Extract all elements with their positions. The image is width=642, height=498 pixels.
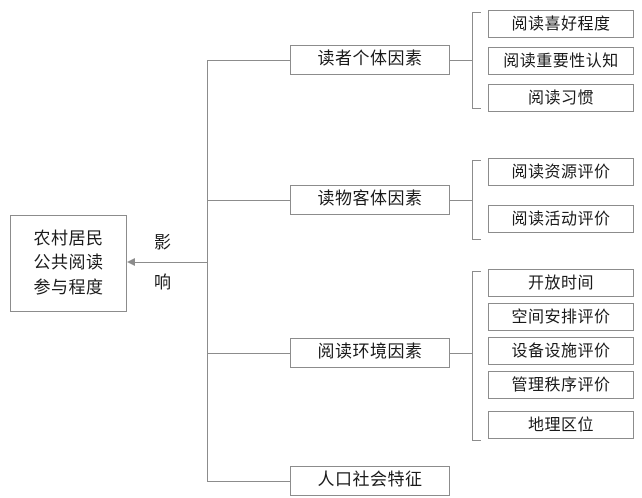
leaf-node-reading-importance-cognition: 阅读重要性认知 [488, 47, 634, 75]
leaf-node-opening-hours: 开放时间 [488, 269, 634, 297]
bracket-group-1 [472, 12, 481, 109]
connector-trunk-to-branch-4 [207, 481, 291, 482]
connector-trunk-to-branch-3 [207, 353, 291, 354]
branch-node-reader-individual: 读者个体因素 [290, 45, 450, 75]
leaf-node-reading-preference: 阅读喜好程度 [488, 10, 634, 38]
branch-node-population-social-traits: 人口社会特征 [290, 466, 450, 496]
influence-arrow-line [135, 262, 207, 263]
leaf-node-space-arrangement-evaluation: 空间安排评价 [488, 303, 634, 331]
connector-trunk-to-branch-2 [207, 200, 291, 201]
bracket-group-2 [472, 160, 481, 240]
leaf-node-management-order-evaluation: 管理秩序评价 [488, 371, 634, 399]
main-trunk-line [207, 60, 208, 482]
edge-label-influence-top: 影 [154, 233, 172, 253]
root-node-rural-residents-public-reading-participation: 农村居民 公共阅读 参与程度 [10, 215, 127, 312]
connector-branch-2-to-bracket [450, 200, 472, 201]
connector-trunk-to-branch-1 [207, 60, 291, 61]
branch-node-reading-environment: 阅读环境因素 [290, 338, 450, 368]
leaf-node-geographic-location: 地理区位 [488, 411, 634, 439]
connector-branch-1-to-bracket [450, 60, 472, 61]
leaf-node-reading-resource-evaluation: 阅读资源评价 [488, 158, 634, 186]
bracket-group-3 [472, 271, 481, 441]
leaf-node-reading-habit: 阅读习惯 [488, 84, 634, 112]
branch-node-reading-material-object: 读物客体因素 [290, 185, 450, 215]
influence-arrow-head-icon [127, 258, 135, 266]
connector-branch-3-to-bracket [450, 353, 472, 354]
leaf-node-equipment-facility-evaluation: 设备设施评价 [488, 337, 634, 365]
leaf-node-reading-activity-evaluation: 阅读活动评价 [488, 205, 634, 233]
edge-label-influence-bottom: 响 [154, 273, 172, 293]
